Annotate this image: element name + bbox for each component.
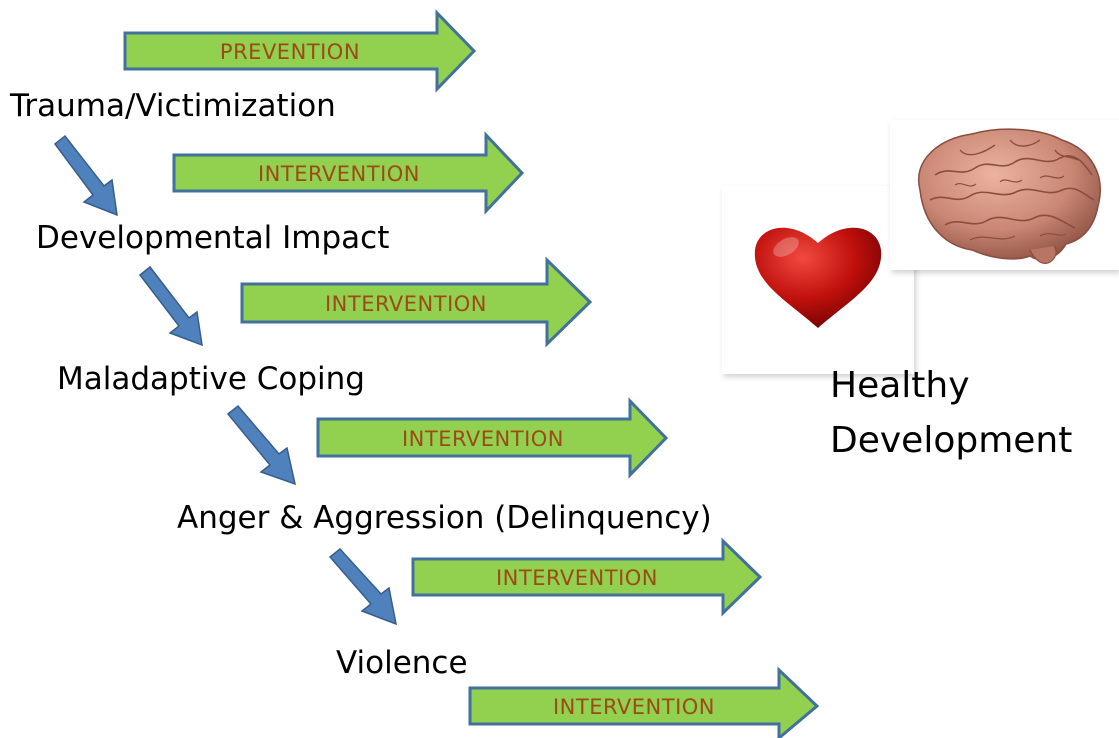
intervention-arrow: INTERVENTION: [468, 666, 820, 738]
stage-trauma-victimization: Trauma/Victimization: [9, 88, 336, 124]
stage-anger-aggression: Anger & Aggression (Delinquency): [177, 500, 712, 536]
stage-violence: Violence: [336, 645, 468, 681]
arrow-label: INTERVENTION: [325, 292, 487, 316]
intervention-arrow: INTERVENTION: [240, 256, 593, 348]
down-arrow: [138, 265, 203, 347]
arrow-label: INTERVENTION: [402, 427, 564, 451]
outcome-line-healthy: Healthy: [830, 365, 970, 406]
arrow-label: INTERVENTION: [553, 695, 715, 719]
intervention-arrow: INTERVENTION: [316, 397, 669, 479]
down-arrow: [53, 134, 118, 217]
stage-developmental-impact: Developmental Impact: [36, 220, 389, 256]
intervention-arrow: INTERVENTION: [411, 537, 763, 617]
heart-image: [722, 186, 914, 374]
brain-icon: [917, 128, 1101, 265]
stage-maladaptive-coping: Maladaptive Coping: [57, 361, 365, 397]
arrow-label: INTERVENTION: [496, 566, 658, 590]
down-arrow: [328, 547, 397, 626]
intervention-arrow: INTERVENTION: [172, 131, 525, 215]
arrow-label: PREVENTION: [220, 40, 360, 64]
heart-icon: [754, 227, 882, 328]
brain-image: [890, 120, 1119, 270]
arrow-label: INTERVENTION: [258, 162, 420, 186]
down-arrow: [226, 404, 297, 486]
prevention-arrow: PREVENTION: [123, 9, 477, 93]
outcome-line-development: Development: [830, 420, 1072, 461]
